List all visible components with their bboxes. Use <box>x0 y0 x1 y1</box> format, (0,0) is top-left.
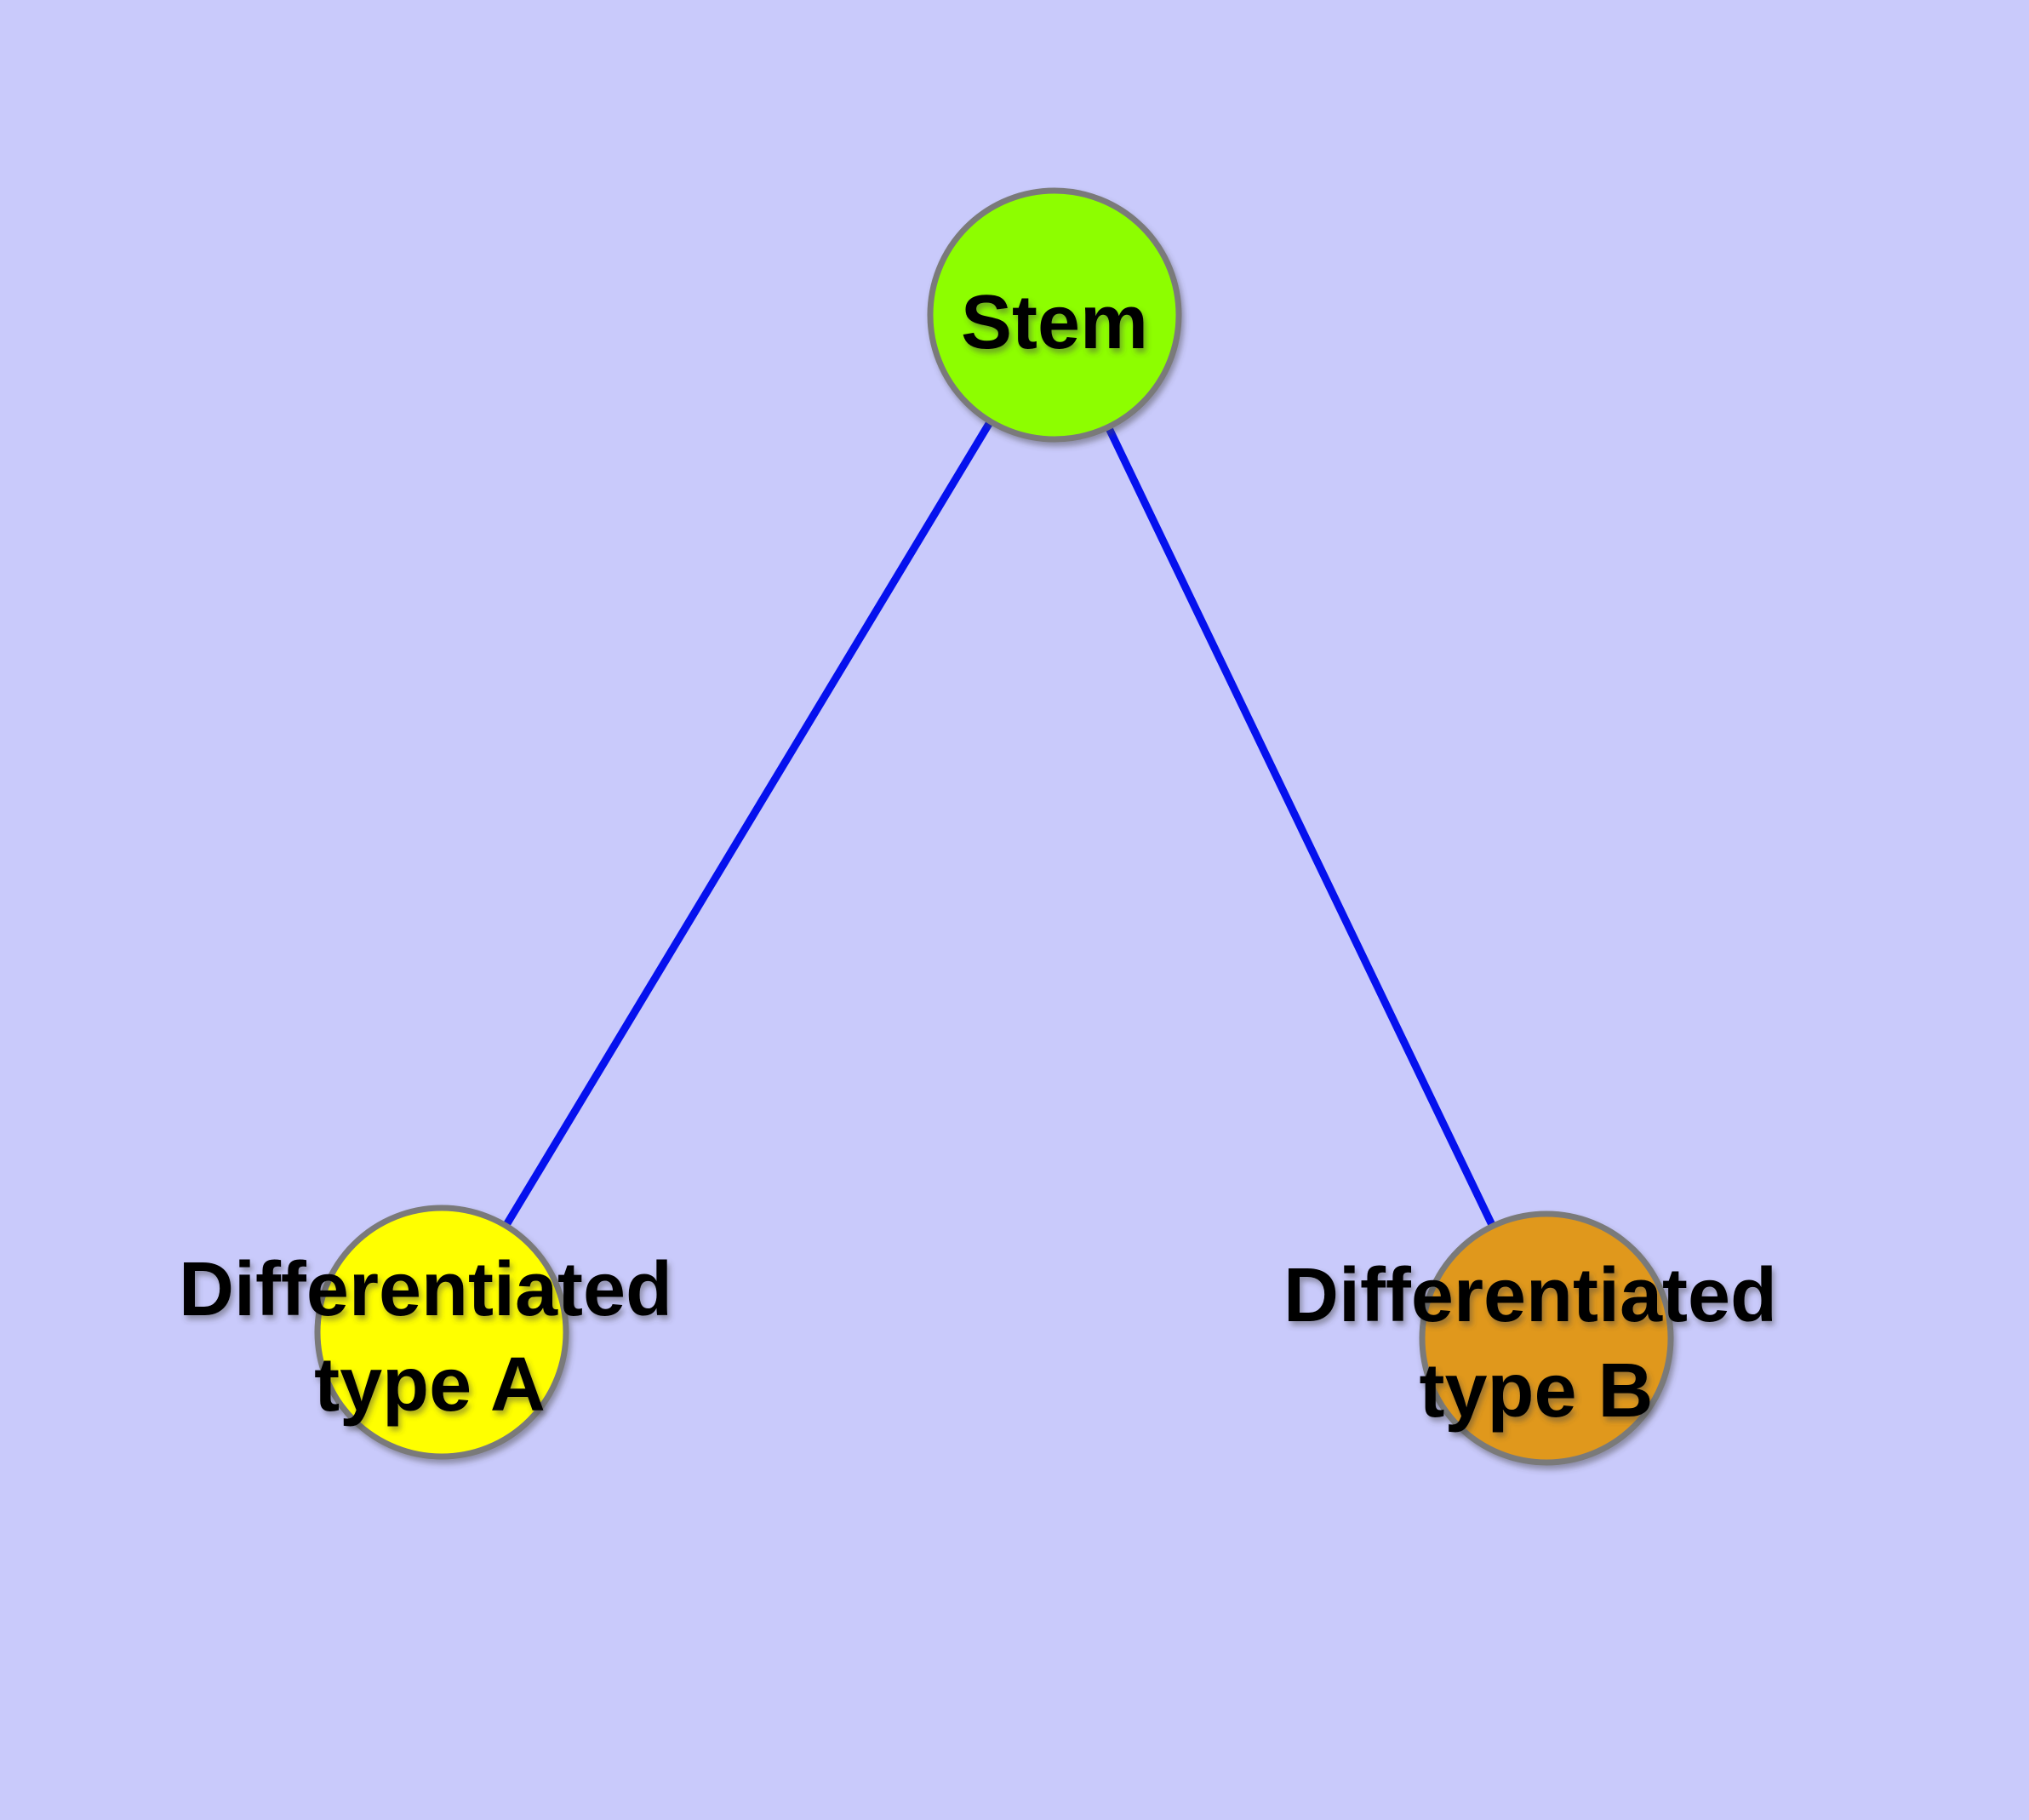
diff-b-node-label-line1: Differentiated <box>1283 1253 1777 1338</box>
diff-b-node-label-line2: type B <box>1419 1348 1653 1434</box>
stem-node-label: Stem <box>961 280 1148 365</box>
edge-stem-to-diff-b <box>1050 311 1551 1342</box>
stem-node-circle <box>927 187 1182 443</box>
edge-stem-to-diff-a <box>437 311 1059 1336</box>
diff-a-node-circle <box>314 1205 569 1460</box>
diff-b-node-circle <box>1419 1210 1674 1466</box>
node-diff-b: Differentiated type B <box>1283 1210 1777 1466</box>
node-stem: Stem <box>927 187 1182 443</box>
diff-a-node-label-line2: type A <box>314 1342 546 1428</box>
diff-a-node-label-line1: Differentiated <box>179 1247 672 1332</box>
node-diff-a: Differentiated type A <box>179 1205 672 1460</box>
edges <box>437 311 1551 1342</box>
